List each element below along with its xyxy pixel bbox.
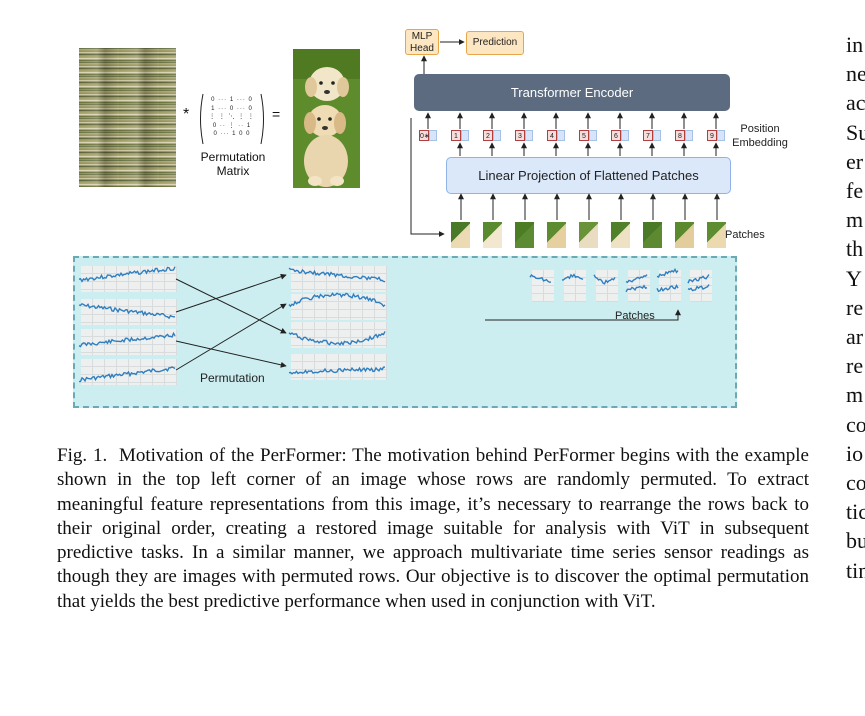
patch-embedding-9 xyxy=(717,130,725,141)
image-patch-4 xyxy=(547,222,566,248)
position-embedding-7: 7 xyxy=(643,130,653,141)
image-patch-2 xyxy=(483,222,502,248)
patches-label-top: Patches xyxy=(725,229,765,241)
series-strip-permuted-1 xyxy=(291,266,387,292)
position-embedding-label: Position Embedding xyxy=(732,123,788,149)
right-column-line: ac xyxy=(846,90,865,116)
right-column-line: m xyxy=(846,382,864,408)
series-strip-2 xyxy=(81,299,177,325)
right-column-line: bu xyxy=(846,528,865,554)
series-strip-permuted-3 xyxy=(291,322,387,348)
image-patch-1 xyxy=(451,222,470,248)
patch-embedding-7 xyxy=(653,130,661,141)
patch-arrows xyxy=(458,193,720,220)
position-embedding-4: 4 xyxy=(547,130,557,141)
patch-embedding-8 xyxy=(685,130,693,141)
patch-embedding-2 xyxy=(493,130,501,141)
linear-projection-box: Linear Projection of Flattened Patches xyxy=(446,157,731,194)
image-patch-3 xyxy=(515,222,534,248)
patch-embedding-4 xyxy=(557,130,565,141)
caption-label: Fig. 1. xyxy=(57,445,108,466)
image-patch-5 xyxy=(579,222,598,248)
transformer-encoder-box: Transformer Encoder xyxy=(414,74,730,111)
right-column-line: re xyxy=(846,294,864,320)
position-embedding-6: 6 xyxy=(611,130,621,141)
series-strip-3 xyxy=(81,329,177,355)
image-patch-6 xyxy=(611,222,630,248)
permutation-matrix: 0 ··· 1 ··· 0 1 ··· 0 ··· 0 ⋮ ⋮ ⋱ ⋮ ⋮ 0 … xyxy=(196,92,268,146)
embedding-arrows xyxy=(425,112,719,156)
patch-embedding-0 xyxy=(429,130,437,141)
patch-embedding-6 xyxy=(621,130,629,141)
matrix-row: 0 ·· ⋮ ·· 1 xyxy=(212,122,252,129)
series-patch-4 xyxy=(628,270,650,302)
permutation-matrix-label: Permutation Matrix xyxy=(200,150,266,178)
right-column-line: th xyxy=(846,236,864,262)
right-column-line: co xyxy=(846,411,865,437)
right-column-line: fe xyxy=(846,178,864,204)
matrix-row: 0 ··· 1 ··· 0 xyxy=(211,97,253,103)
position-embedding-8: 8 xyxy=(675,130,685,141)
right-column-line: tin xyxy=(846,557,865,583)
arrow-series-to-patches xyxy=(485,309,681,321)
prediction-box: Prediction xyxy=(466,31,524,55)
patch-embedding-3 xyxy=(525,130,533,141)
series-patch-3 xyxy=(596,270,618,302)
patch-embedding-5 xyxy=(589,130,597,141)
right-column-line: co xyxy=(846,470,865,496)
multiply-symbol: * xyxy=(183,106,190,123)
right-column-line: Su xyxy=(846,119,865,145)
equals-symbol: = xyxy=(272,106,281,122)
right-column-line: in xyxy=(846,32,864,57)
matrix-row: ⋮ ⋮ ⋱ ⋮ ⋮ xyxy=(209,114,255,120)
arrow-image-to-patches xyxy=(410,118,445,237)
time-series-waveforms xyxy=(78,266,710,383)
patches-label-bottom: Patches xyxy=(615,310,655,322)
right-column-line: er xyxy=(846,148,864,174)
position-embedding-5: 5 xyxy=(579,130,589,141)
matrix-row: 1 ··· 0 ··· 0 xyxy=(211,105,253,112)
matrix-brackets xyxy=(200,93,264,145)
right-column-line: ar xyxy=(846,324,864,350)
image-patch-9 xyxy=(707,222,726,248)
permutation-label: Permutation xyxy=(200,371,265,385)
right-column-line: ne xyxy=(846,61,865,87)
patch-embedding-1 xyxy=(461,130,469,141)
restored-dog-image xyxy=(293,49,360,188)
row-permuted-image xyxy=(79,48,176,187)
image-patch-7 xyxy=(643,222,662,248)
right-column-line: io xyxy=(846,440,864,466)
figure-caption: Fig. 1. Motivation of the PerFormer: The… xyxy=(57,444,809,614)
right-column-line: m xyxy=(846,207,864,233)
image-patch-8 xyxy=(675,222,694,248)
position-embedding-3: 3 xyxy=(515,130,525,141)
position-embedding-1: 1 xyxy=(451,130,461,141)
series-strip-1 xyxy=(81,266,177,292)
matrix-row: 0 ··· 1 0 0 xyxy=(213,131,251,137)
position-embedding-9: 9 xyxy=(707,130,717,141)
right-column-line: tic xyxy=(846,499,865,525)
position-embedding-2: 2 xyxy=(483,130,493,141)
permutation-crossing-arrows xyxy=(175,273,287,371)
right-column-line: Y xyxy=(846,265,862,291)
mlp-head-box: MLP Head xyxy=(405,29,439,55)
series-strip-permuted-4 xyxy=(291,354,387,380)
right-column-line: re xyxy=(846,353,864,379)
position-embedding-0: 0∗ xyxy=(419,130,430,141)
caption-text: Motivation of the PerFormer: The motivat… xyxy=(57,445,809,612)
